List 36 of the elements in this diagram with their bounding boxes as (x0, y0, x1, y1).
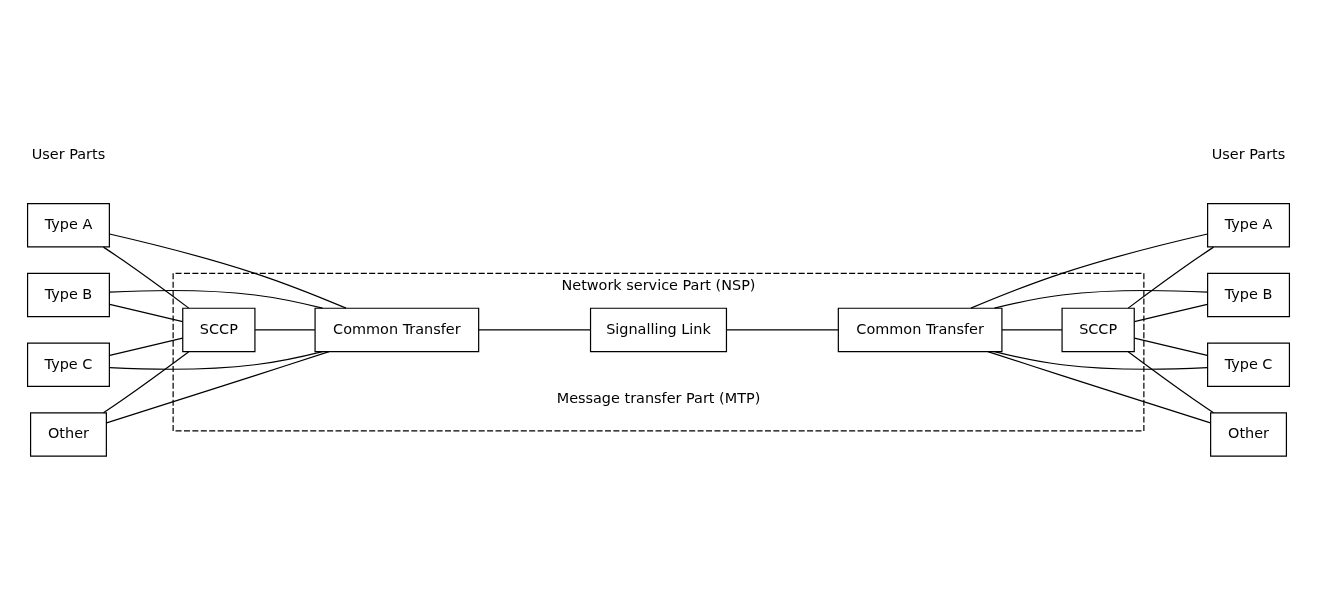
connector (109, 289, 324, 309)
label: User Parts (1211, 145, 1286, 162)
connector (109, 303, 184, 322)
connector (1001, 328, 1063, 330)
connector (254, 328, 316, 330)
connector (993, 289, 1208, 309)
connector (106, 350, 330, 423)
node-box: Type C (1207, 342, 1290, 387)
connector (1133, 337, 1208, 356)
node-box: SCCP (182, 307, 256, 352)
node-box: SCCP (1061, 307, 1135, 352)
connector (1133, 303, 1208, 322)
node-box: Type A (1207, 202, 1290, 247)
node-box: Common Transfer (314, 307, 480, 352)
connector (1127, 246, 1215, 309)
connector (970, 232, 1209, 309)
node-box: Other (1210, 411, 1287, 457)
connector (109, 337, 184, 356)
node-box: Type B (26, 272, 110, 317)
connector (726, 328, 839, 330)
connector (109, 350, 324, 370)
label: Message transfer Part (MTP) (556, 389, 761, 406)
label: User Parts (31, 145, 106, 162)
node-box: Type B (1207, 272, 1290, 317)
node-box: Common Transfer (837, 307, 1003, 352)
connector (102, 246, 190, 309)
node-box: Type C (26, 342, 110, 387)
node-box: Other (30, 411, 107, 457)
connector (987, 350, 1211, 423)
connector (993, 350, 1208, 370)
node-box: Type A (26, 202, 110, 247)
connector (478, 328, 591, 330)
connector (102, 350, 190, 413)
node-box: Signalling Link (589, 307, 728, 352)
connector (1127, 350, 1215, 413)
connector (108, 232, 347, 309)
